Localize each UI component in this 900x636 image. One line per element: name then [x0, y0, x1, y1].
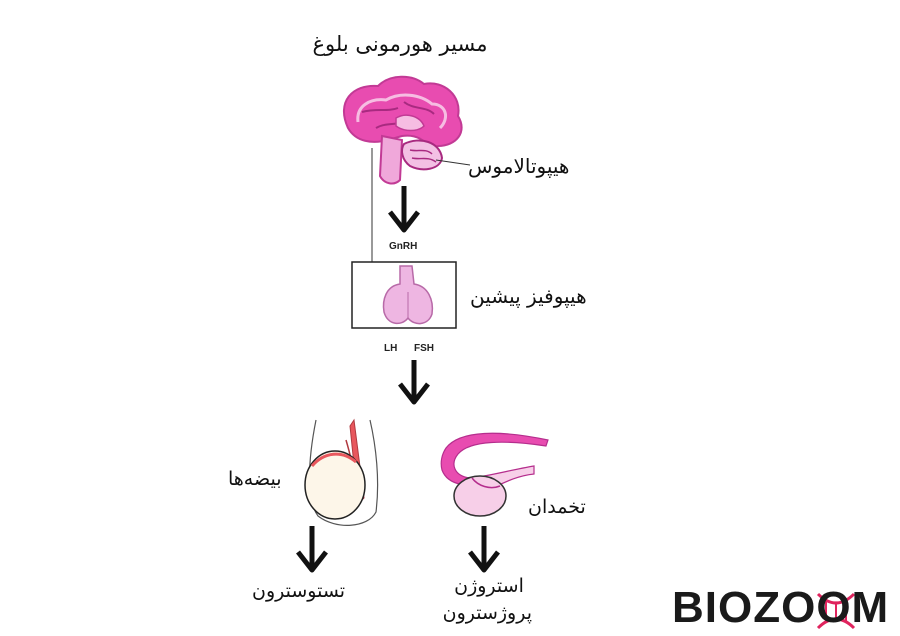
progesterone-label: پروژسترون [442, 602, 532, 624]
lh-label: LH [384, 343, 398, 354]
ovary-illustration [440, 432, 549, 517]
arrow-pituitary-to-gonads [398, 360, 430, 405]
ovary-label: تخمدان [528, 496, 586, 518]
pituitary-illustration [382, 265, 434, 325]
gnrh-label: GnRH [389, 241, 418, 252]
hypothalamus-label: هیپوتالاموس [468, 154, 570, 178]
logo-helix-icon [816, 592, 856, 630]
diagram-title: مسیر هورمونی بلوغ [312, 32, 488, 56]
brain-illustration [342, 75, 471, 185]
estrogen-label: استروژن [454, 575, 524, 597]
anterior-pituitary-label: هیپوفیز پیشین [470, 284, 587, 308]
arrow-hypothalamus-to-pituitary [388, 186, 420, 233]
testosterone-label: تستوسترون [252, 580, 346, 602]
fsh-label: FSH [414, 343, 434, 354]
testis-illustration [304, 418, 379, 526]
testes-label: بیضه‌ها [228, 468, 282, 490]
arrow-ovary-to-estrogen [468, 526, 500, 573]
biozoom-logo: BIOZOOM [672, 583, 890, 632]
arrow-testis-to-testosterone [296, 526, 328, 573]
